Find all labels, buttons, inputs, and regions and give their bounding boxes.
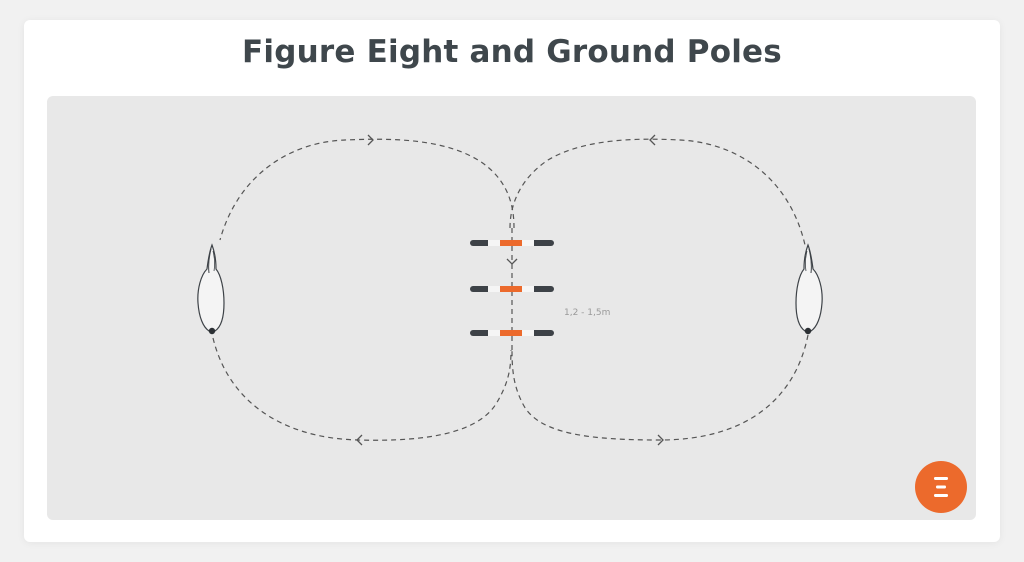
arrow-top-left: [367, 134, 374, 146]
arrow-bottom-right: [657, 434, 664, 446]
arrow-bottom-left: [356, 434, 363, 446]
horse-icon: [197, 243, 225, 335]
ground-pole-2: [470, 286, 554, 292]
distance-label: 1,2 - 1,5m: [564, 308, 610, 318]
figure-eight-svg: 1,2 - 1,5m: [197, 134, 823, 446]
left-loop-path-bottom: [212, 337, 512, 441]
ground-pole-1: [470, 240, 554, 246]
horse-icon-right: [795, 243, 823, 335]
brand-logo-button[interactable]: [915, 461, 967, 513]
brand-logo-icon: [934, 477, 948, 497]
arrow-center-down: [506, 258, 518, 265]
arrow-top-right: [649, 134, 656, 146]
right-loop-path: [509, 138, 806, 246]
right-loop-path-bottom: [511, 334, 809, 441]
ground-pole-3: [470, 330, 554, 336]
page-title: Figure Eight and Ground Poles: [242, 34, 782, 70]
left-loop-path: [219, 138, 515, 241]
arena-diagram: 1,2 - 1,5m: [47, 96, 976, 520]
